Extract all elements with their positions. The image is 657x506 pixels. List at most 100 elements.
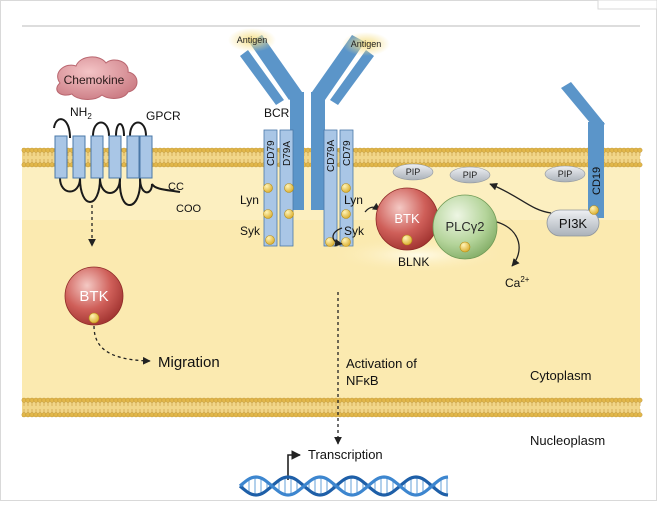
lipid-head: [617, 412, 623, 418]
lipid-head: [409, 412, 415, 418]
lyn-left-label: Lyn: [240, 193, 259, 207]
lipid-head: [169, 162, 175, 168]
lipid-head: [477, 412, 483, 418]
lipid-head: [613, 162, 619, 168]
lipid-head: [361, 147, 367, 153]
lipid-head: [637, 147, 643, 153]
lipid-head: [357, 162, 363, 168]
lipid-head: [545, 412, 551, 418]
lipid-head: [377, 397, 383, 403]
lipid-head: [589, 397, 595, 403]
lipid-head: [365, 397, 371, 403]
lipid-head: [413, 147, 419, 153]
lipid-head: [105, 412, 111, 418]
lipid-head: [361, 412, 367, 418]
lipid-head: [249, 162, 255, 168]
lipid-head: [233, 397, 239, 403]
lipid-head: [185, 162, 191, 168]
lipid-head: [205, 397, 211, 403]
lipid-head: [169, 397, 175, 403]
lipid-head: [501, 147, 507, 153]
lipid-head: [249, 147, 255, 153]
lipid-head: [453, 147, 459, 153]
lipid-head: [485, 162, 491, 168]
plcg2-sphere: [432, 194, 498, 260]
lipid-head: [129, 397, 135, 403]
lipid-head: [489, 162, 495, 168]
lipid-head: [145, 412, 151, 418]
transcription-arrow: [287, 450, 301, 480]
lipid-head: [181, 397, 187, 403]
lipid-head: [381, 397, 387, 403]
lipid-head: [25, 147, 31, 153]
gpcr-helix: [72, 135, 86, 179]
lipid-head: [121, 162, 127, 168]
plcg2-label: PLCγ2: [445, 219, 484, 234]
lipid-head: [117, 397, 123, 403]
lipid-head: [373, 412, 379, 418]
lipid-head: [453, 412, 459, 418]
lipid-head: [197, 147, 203, 153]
lipid-head: [621, 412, 627, 418]
lipid-head: [93, 412, 99, 418]
lipid-head: [625, 412, 631, 418]
lipid-head: [501, 162, 507, 168]
lipid-head: [237, 412, 243, 418]
lipid-head: [513, 412, 519, 418]
lipid-head: [481, 147, 487, 153]
lipid-head: [393, 162, 399, 168]
antigen-left-glow: [228, 28, 276, 52]
dna-helix: [238, 475, 449, 497]
lipid-head: [221, 397, 227, 403]
coo-label: COO: [176, 203, 202, 215]
lipid-head: [33, 412, 39, 418]
lipid-head: [493, 147, 499, 153]
lipid-head: [177, 412, 183, 418]
lipid-head: [225, 147, 231, 153]
lipid-head: [209, 147, 215, 153]
cd19-stalk: [588, 122, 604, 218]
calcium-superscript: 2+: [520, 275, 529, 284]
lipid-head: [421, 397, 427, 403]
pip-middle-label: PIP: [463, 170, 478, 180]
lipid-head: [277, 412, 283, 418]
lipid-head: [557, 412, 563, 418]
lipid-head: [577, 147, 583, 153]
lipid-head: [389, 412, 395, 418]
lipid-head: [301, 412, 307, 418]
pip-left: [392, 163, 434, 181]
lipid-head: [269, 397, 275, 403]
lipid-head: [137, 412, 143, 418]
lipid-head: [45, 147, 51, 153]
lipid-head: [521, 162, 527, 168]
lipid-head: [509, 162, 515, 168]
lipid-head: [365, 412, 371, 418]
nh2-subscript: 2: [87, 112, 92, 121]
lipid-head: [437, 147, 443, 153]
bcr-right-light-arm: [330, 50, 374, 105]
transcription-label: Transcription: [308, 447, 383, 462]
lipid-head: [21, 162, 27, 168]
lipid-head: [577, 412, 583, 418]
lipid-head: [441, 162, 447, 168]
lipid-head: [81, 397, 87, 403]
syk-right-label: Syk: [344, 224, 365, 238]
lipid-head: [245, 397, 251, 403]
lipid-head: [617, 397, 623, 403]
btk-complex-phospho: [401, 234, 413, 246]
lipid-head: [253, 412, 259, 418]
lipid-head: [193, 412, 199, 418]
lipid-head: [225, 412, 231, 418]
lipid-head: [525, 412, 531, 418]
lipid-head: [153, 397, 159, 403]
lipid-head: [529, 147, 535, 153]
pip-right: [544, 165, 586, 183]
lipid-head: [249, 397, 255, 403]
lipid-head: [601, 412, 607, 418]
lipid-head: [161, 412, 167, 418]
lipid-head: [545, 397, 551, 403]
lipid-head: [621, 162, 627, 168]
lipid-head: [353, 412, 359, 418]
lipid-head: [621, 397, 627, 403]
lipid-head: [629, 162, 635, 168]
